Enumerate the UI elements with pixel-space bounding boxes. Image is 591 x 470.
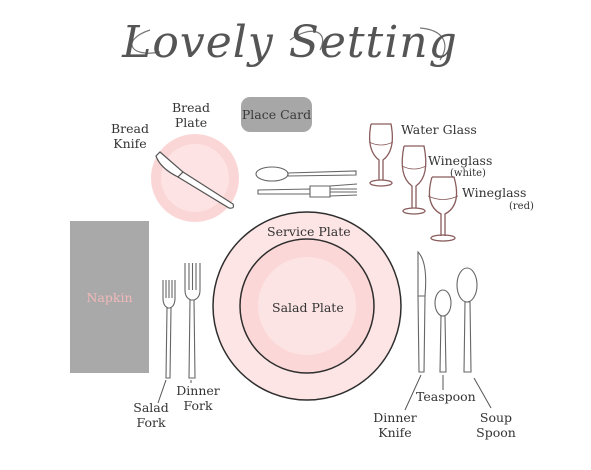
dessert-fork-icon	[257, 183, 358, 198]
red-wineglass-label: Wineglass	[462, 185, 527, 200]
bread-plate-label: Bread Plate	[166, 100, 216, 130]
dinner-knife-label-line2: Knife	[378, 425, 412, 440]
title-flourish	[131, 27, 446, 61]
white-wineglass-icon	[401, 145, 427, 215]
salad-plate-inner	[258, 257, 356, 355]
bread-plate-label-line2: Plate	[174, 115, 208, 130]
red-wineglass-icon	[427, 176, 459, 242]
page-title: Lovely Setting	[122, 17, 458, 68]
dinner-fork-label: Dinner Fork	[172, 383, 224, 413]
napkin-label: Napkin	[86, 289, 133, 305]
red-wineglass-note: (red)	[509, 201, 534, 212]
bread-knife-icon	[155, 151, 235, 209]
soup-spoon-label: Soup Spoon	[472, 410, 520, 440]
white-wineglass-note: (white)	[450, 168, 486, 179]
salad-fork-label: Salad Fork	[127, 400, 175, 430]
white-wineglass-label: Wineglass	[428, 153, 493, 168]
dinner-fork-icon	[184, 263, 201, 379]
salad-fork-label-line2: Fork	[136, 415, 166, 430]
leader-lines	[157, 374, 492, 411]
soup-spoon-label-line2: Spoon	[476, 425, 516, 440]
salad-plate-label: Salad Plate	[272, 300, 344, 315]
bread-knife-label: Bread Knife	[106, 121, 154, 151]
dinner-knife-label-line1: Dinner	[373, 410, 417, 425]
teaspoon-label: Teaspoon	[416, 389, 476, 404]
salad-fork-label-line1: Salad	[133, 400, 169, 415]
salad-fork-icon	[162, 280, 176, 379]
teaspoon-icon	[434, 289, 452, 373]
dinner-fork-label-line2: Fork	[183, 398, 213, 413]
bread-knife-label-line2: Knife	[113, 136, 147, 151]
dinner-knife-label: Dinner Knife	[369, 410, 421, 440]
soup-spoon-icon	[456, 267, 478, 373]
bread-knife-label-line1: Bread	[110, 121, 149, 136]
dinner-fork-label-line1: Dinner	[176, 383, 220, 398]
bread-plate-label-line1: Bread	[171, 100, 210, 115]
dessert-spoon-icon	[255, 166, 357, 182]
place-card: Place Card	[241, 97, 312, 132]
dinner-knife-icon	[417, 250, 427, 373]
napkin: Napkin	[70, 221, 149, 373]
soup-spoon-label-line1: Soup	[479, 410, 513, 425]
water-glass-icon	[368, 123, 394, 187]
service-plate-label: Service Plate	[267, 224, 351, 239]
water-glass-label: Water Glass	[401, 122, 477, 137]
